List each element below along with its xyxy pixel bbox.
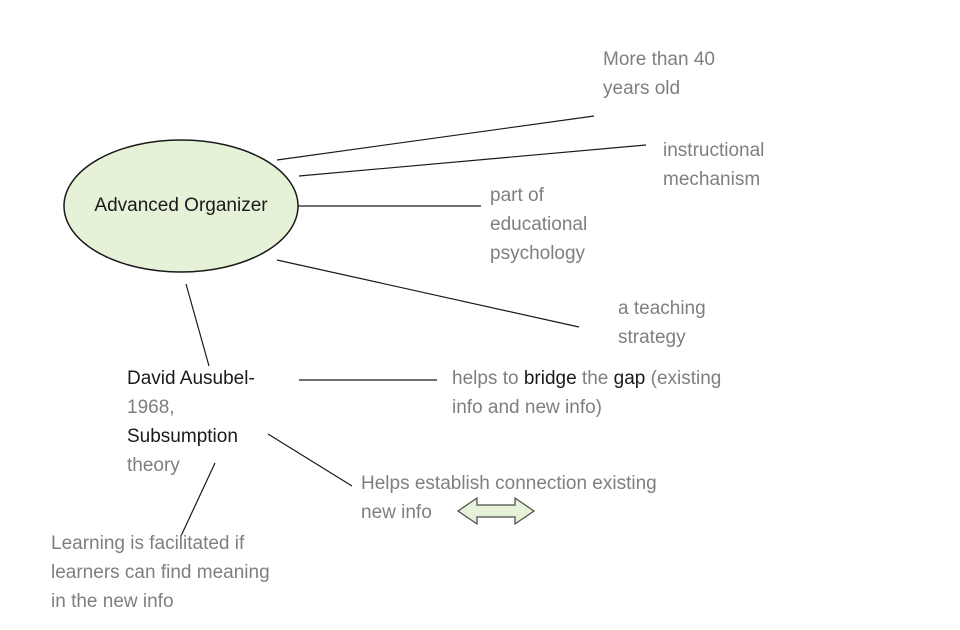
- connector-mechanism: [298, 144, 647, 177]
- connector-connection: [267, 433, 353, 487]
- node-age: More than 40 years old: [603, 49, 715, 99]
- node-psychology: part of educational psychology: [490, 185, 588, 264]
- double-arrow-icon: [456, 496, 536, 526]
- node-connection: Helps establish connection existing new …: [361, 473, 657, 523]
- node-learning: Learning is facilitated if learners can …: [51, 533, 270, 612]
- node-mechanism: instructional mechanism: [663, 140, 765, 190]
- bridge-line-1: helps to bridge the gap (existing: [452, 368, 722, 389]
- node-bridge: helps to bridge the gap (existing info a…: [452, 364, 721, 422]
- node-strategy: a teaching strategy: [618, 298, 706, 348]
- connector-ausubel: [185, 283, 210, 367]
- connector-learning: [180, 462, 216, 537]
- node-ausubel: David Ausubel- 1968, Subsumption theory: [127, 368, 255, 476]
- central-node-label: Advanced Organizer: [94, 195, 268, 216]
- connector-age: [276, 115, 595, 161]
- connector-strategy: [276, 259, 580, 328]
